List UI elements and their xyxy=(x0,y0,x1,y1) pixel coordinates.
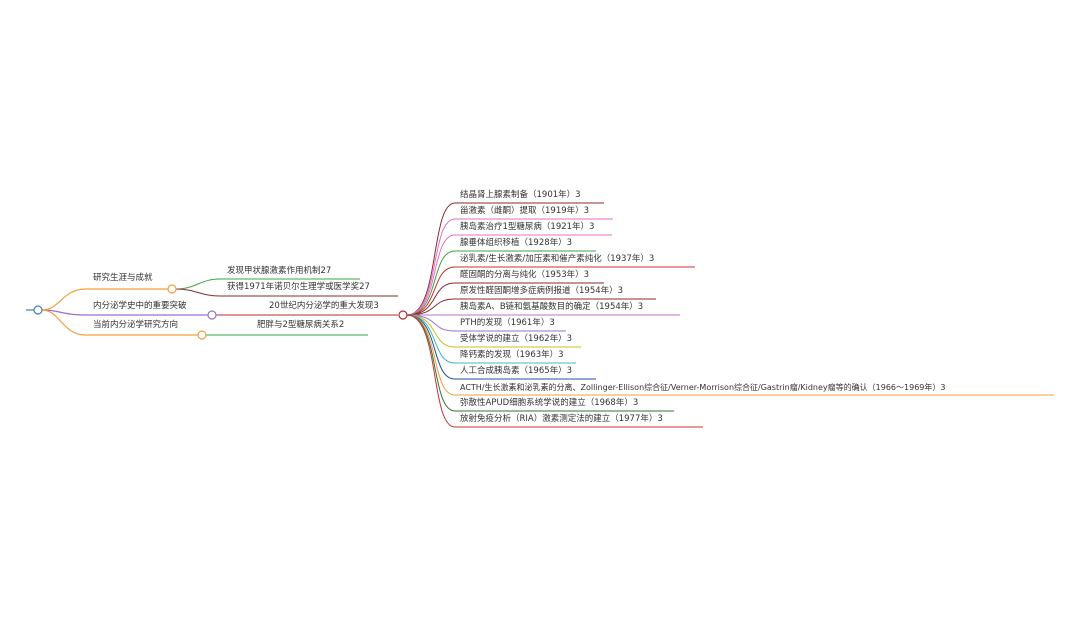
collapse-toggle-icon[interactable] xyxy=(197,330,207,340)
child-connector xyxy=(175,288,398,297)
collapse-toggle-icon[interactable] xyxy=(167,284,177,294)
leaf-discovery[interactable]: 放射免疫分析（RIA）激素测定法的建立（1977年）3 xyxy=(460,414,663,424)
leaf-discovery[interactable]: 结晶肾上腺素制备（1901年）3 xyxy=(460,190,581,200)
root-node-icon[interactable] xyxy=(33,305,43,315)
leaf-discovery[interactable]: 泌乳素/生长激素/加压素和催产素纯化（1937年）3 xyxy=(460,254,655,264)
leaf-connector xyxy=(406,314,566,332)
branch-connector xyxy=(41,288,168,311)
branch-connector xyxy=(41,309,198,336)
node-nobel-prize[interactable]: 获得1971年诺贝尔生理学或医学奖27 xyxy=(227,282,370,292)
node-thyroid-mechanism[interactable]: 发现甲状腺激素作用机制27 xyxy=(227,266,332,276)
leaf-connector xyxy=(406,234,612,316)
leaf-connector xyxy=(406,218,613,316)
leaf-discovery[interactable]: 胰岛素治疗1型糖尿病（1921年）3 xyxy=(460,222,595,232)
leaf-connector xyxy=(406,314,703,428)
leaf-connector xyxy=(406,202,604,316)
leaf-connector xyxy=(406,282,604,316)
leaf-discovery[interactable]: 原发性醛固酮增多症病例报道（1954年）3 xyxy=(460,286,624,296)
leaf-discovery[interactable]: 降钙素的发现（1963年）3 xyxy=(460,350,564,360)
leaf-discovery[interactable]: 受体学说的建立（1962年）3 xyxy=(460,334,573,344)
node-20th-century-discoveries[interactable]: 20世纪内分泌学的重大发现3 xyxy=(269,301,379,311)
leaf-discovery[interactable]: 胰岛素A、B链和氨基酸数目的确定（1954年）3 xyxy=(460,302,644,312)
leaf-discovery[interactable]: 人工合成胰岛素（1965年）3 xyxy=(460,366,573,376)
leaf-discovery[interactable]: PTH的发现（1961年）3 xyxy=(460,318,555,328)
node-obesity-diabetes[interactable]: 肥胖与2型糖尿病关系2 xyxy=(257,320,345,330)
branch-endocrinology-breakthroughs[interactable]: 内分泌学史中的重要突破 xyxy=(93,301,187,311)
child-connector xyxy=(175,278,360,290)
leaf-connector xyxy=(406,298,656,316)
collapse-toggle-icon[interactable] xyxy=(398,310,408,320)
leaf-discovery[interactable]: ACTH/生长激素和泌乳素的分离、Zollinger-Ellison综合征/Ve… xyxy=(460,383,946,392)
leaf-discovery[interactable]: 弥散性APUD细胞系统学说的建立（1968年）3 xyxy=(460,398,639,408)
branch-research-career[interactable]: 研究生涯与成就 xyxy=(93,273,153,283)
collapse-toggle-icon[interactable] xyxy=(207,310,217,320)
leaf-discovery[interactable]: 腺垂体组织移植（1928年）3 xyxy=(460,238,573,248)
leaf-connector xyxy=(406,266,695,316)
leaf-discovery[interactable]: 醛固酮的分离与纯化（1953年）3 xyxy=(460,270,590,280)
branch-current-research[interactable]: 当前内分泌学研究方向 xyxy=(93,320,179,330)
leaf-discovery[interactable]: 甾激素（雌酮）提取（1919年）3 xyxy=(460,206,590,216)
leaf-connector xyxy=(406,250,596,316)
